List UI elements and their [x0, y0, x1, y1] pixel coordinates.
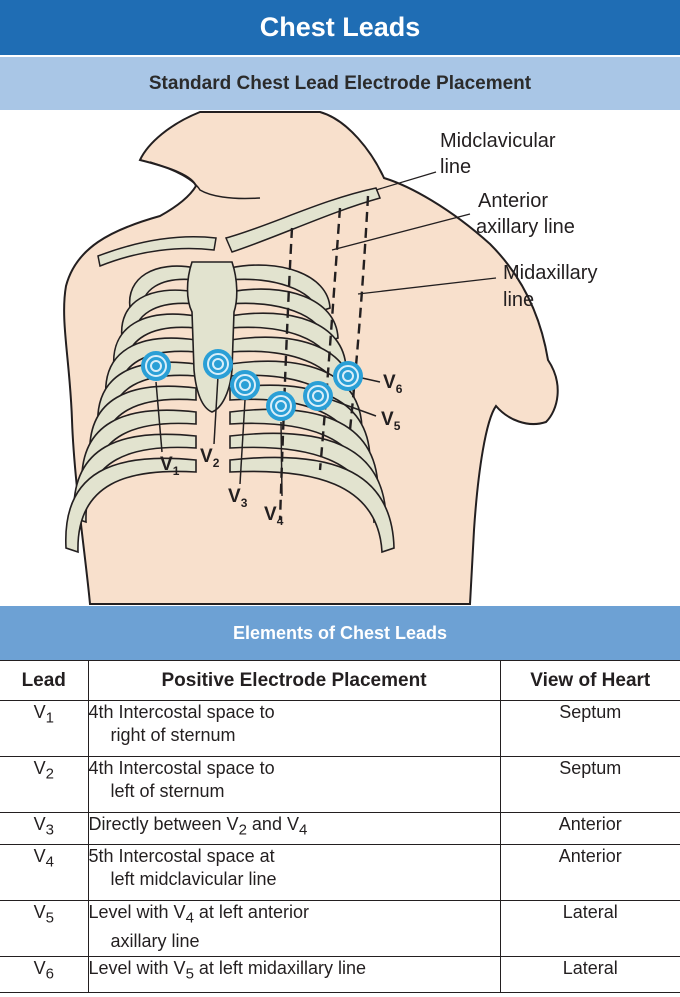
table-row: V3 Directly between V2 and V4 Anterior [0, 812, 680, 845]
midaxillary-line [348, 195, 370, 431]
v3-leader [239, 399, 246, 485]
left-rib [229, 456, 395, 554]
view-cell: Anterior [499, 812, 680, 845]
placement-cell: Level with V5 at left midaxillary line [87, 956, 501, 993]
lead-cell: V3 [0, 812, 89, 845]
v4-label: V4 [264, 504, 284, 528]
table-title: Elements of Chest Leads [0, 606, 680, 660]
view-cell: Septum [499, 756, 680, 813]
chest-leads-table: Lead Positive Electrode Placement View o… [0, 660, 680, 993]
v1-leader [155, 381, 163, 453]
v6-leader [361, 377, 381, 383]
neck-shadow [149, 161, 261, 200]
anterior-axillary-line [318, 207, 342, 471]
view-cell: Lateral [499, 956, 680, 993]
right-clavicle [224, 187, 382, 253]
page-title: Chest Leads [0, 0, 680, 55]
view-cell: Lateral [499, 900, 680, 957]
v1-electrode [141, 351, 171, 381]
placement-cell: Directly between V2 and V4 [87, 812, 501, 845]
v6-label: V6 [383, 372, 403, 396]
right-rib [65, 457, 197, 554]
v2-leader [213, 375, 219, 445]
header-view: View of Heart [499, 660, 680, 701]
table-row: V6 Level with V5 at left midaxillary lin… [0, 956, 680, 993]
left-clavicle [97, 236, 217, 268]
midaxillary-leader [357, 277, 497, 295]
v3-label: V3 [228, 486, 248, 510]
v5-label: V5 [381, 409, 401, 433]
lead-cell: V2 [0, 756, 89, 813]
v3-electrode [230, 370, 260, 400]
table-header-row: Lead Positive Electrode Placement View o… [0, 660, 680, 701]
v6-electrode [333, 361, 363, 391]
v2-label: V2 [200, 446, 220, 470]
lead-cell: V6 [0, 956, 89, 993]
v5-electrode [303, 381, 333, 411]
v4-leader [280, 421, 283, 497]
rib-cage [65, 264, 395, 554]
header-placement: Positive Electrode Placement [87, 660, 501, 701]
lead-cell: V5 [0, 900, 89, 957]
diagram-subtitle: Standard Chest Lead Electrode Placement [0, 57, 680, 110]
v5-leader [331, 399, 377, 417]
v1-label: V1 [160, 454, 180, 478]
v2-electrode [203, 349, 233, 379]
view-cell: Septum [499, 700, 680, 757]
anterior-axillary-leader [331, 213, 471, 251]
midclavicular-leader [375, 171, 437, 191]
lead-cell: V4 [0, 844, 89, 901]
lead-cell: V1 [0, 700, 89, 757]
header-lead: Lead [0, 660, 89, 701]
view-cell: Anterior [499, 844, 680, 901]
v4-electrode [266, 391, 296, 421]
